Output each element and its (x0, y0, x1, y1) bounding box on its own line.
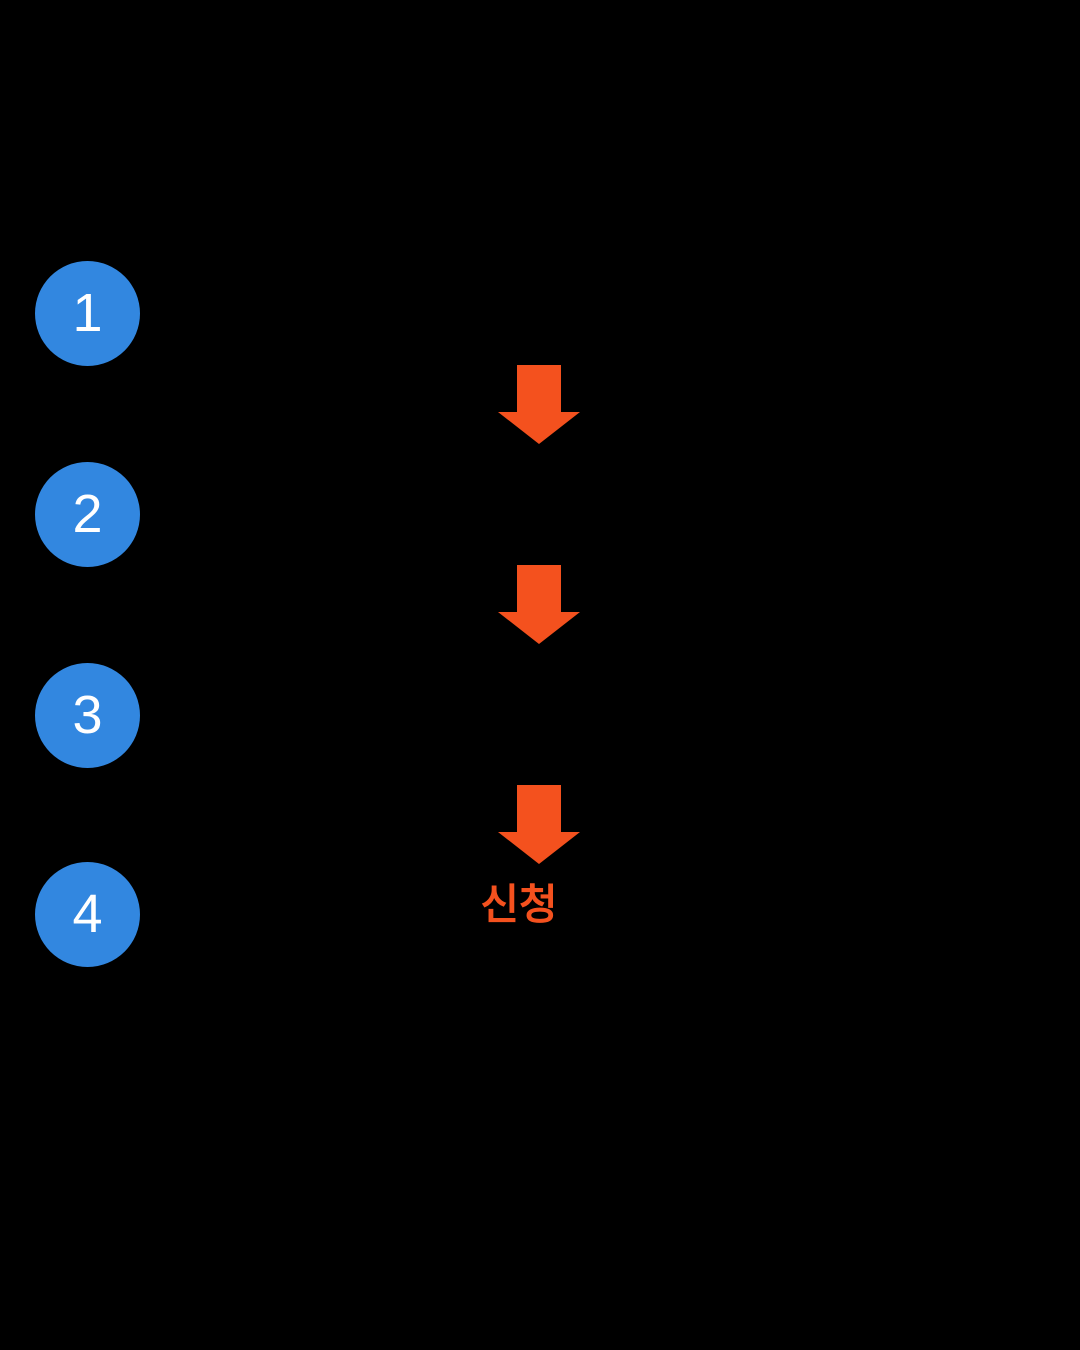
final-step-label: 신청 (480, 881, 558, 928)
step-badge-1-number: 1 (72, 282, 103, 343)
step-badge-4-number: 4 (72, 883, 103, 944)
arrow-down-icon (498, 785, 580, 864)
step-badge-3[interactable]: 3 (35, 663, 140, 768)
step-badge-2-number: 2 (72, 483, 103, 544)
step-badge-1[interactable]: 1 (35, 261, 140, 366)
step-badge-3-number: 3 (72, 684, 103, 745)
step-badge-4[interactable]: 4 (35, 862, 140, 967)
arrow-down-icon (498, 365, 580, 444)
step-badge-2[interactable]: 2 (35, 462, 140, 567)
arrow-down-icon (498, 565, 580, 644)
